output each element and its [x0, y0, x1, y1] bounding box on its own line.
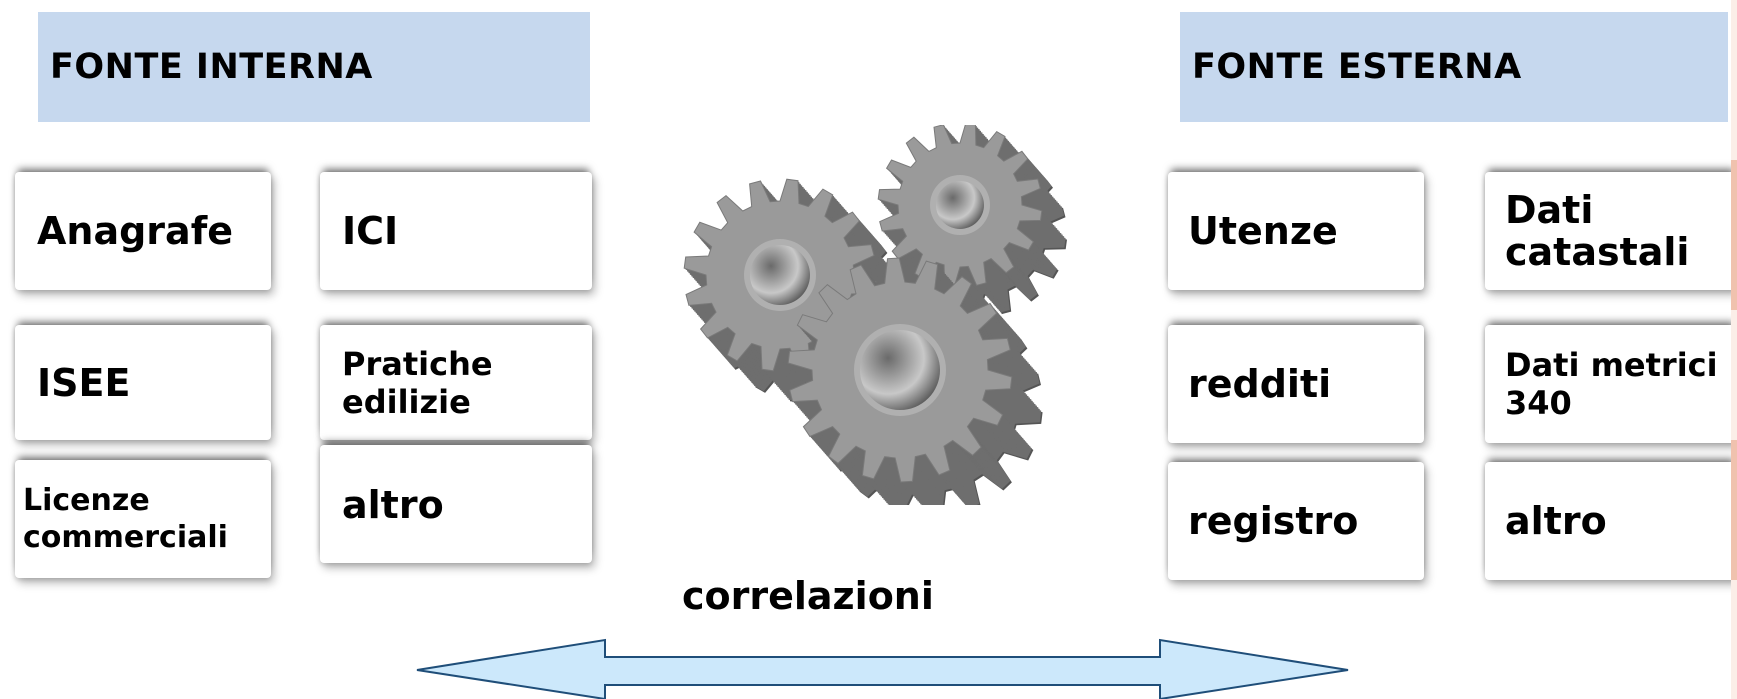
card-label: Anagrafe: [37, 209, 233, 253]
internal-source-header: FONTE INTERNA: [38, 12, 590, 122]
card-label: ISEE: [37, 360, 131, 405]
external-source-header: FONTE ESTERNA: [1180, 12, 1728, 122]
card-label: Dati catastali: [1505, 188, 1690, 274]
card-licenze-commerciali: Licenze commerciali: [15, 460, 271, 578]
card-anagrafe: Anagrafe: [15, 172, 271, 290]
card-label: redditi: [1188, 362, 1332, 406]
edge-decoration: [1731, 440, 1737, 580]
edge-decoration: [1731, 0, 1737, 699]
card-label: ICI: [342, 209, 399, 253]
external-source-title: FONTE ESTERNA: [1192, 47, 1522, 87]
gears-icon: [683, 125, 1067, 505]
card-label: altro: [342, 483, 444, 527]
card-ici: ICI: [320, 172, 592, 290]
card-altro-external: altro: [1485, 462, 1737, 580]
card-label: Licenze commerciali: [23, 483, 228, 555]
card-dati-catastali: Dati catastali: [1485, 172, 1737, 290]
edge-decoration: [1731, 160, 1737, 310]
card-altro-internal: altro: [320, 445, 592, 563]
gear-icon: [787, 257, 1043, 505]
card-redditi: redditi: [1168, 325, 1424, 443]
card-label: Dati metrici 340: [1505, 346, 1718, 422]
card-dati-metrici-340: Dati metrici 340: [1485, 325, 1737, 443]
correlations-label: correlazioni: [682, 574, 934, 618]
card-pratiche-edilizie: Pratiche edilizie: [320, 325, 592, 440]
card-isee: ISEE: [15, 325, 271, 440]
internal-source-title: FONTE INTERNA: [50, 47, 373, 87]
card-utenze: Utenze: [1168, 172, 1424, 290]
card-label: registro: [1188, 499, 1359, 543]
card-registro: registro: [1168, 462, 1424, 580]
card-label: altro: [1505, 499, 1607, 543]
card-label: Utenze: [1188, 209, 1338, 253]
card-label: Pratiche edilizie: [342, 344, 493, 421]
